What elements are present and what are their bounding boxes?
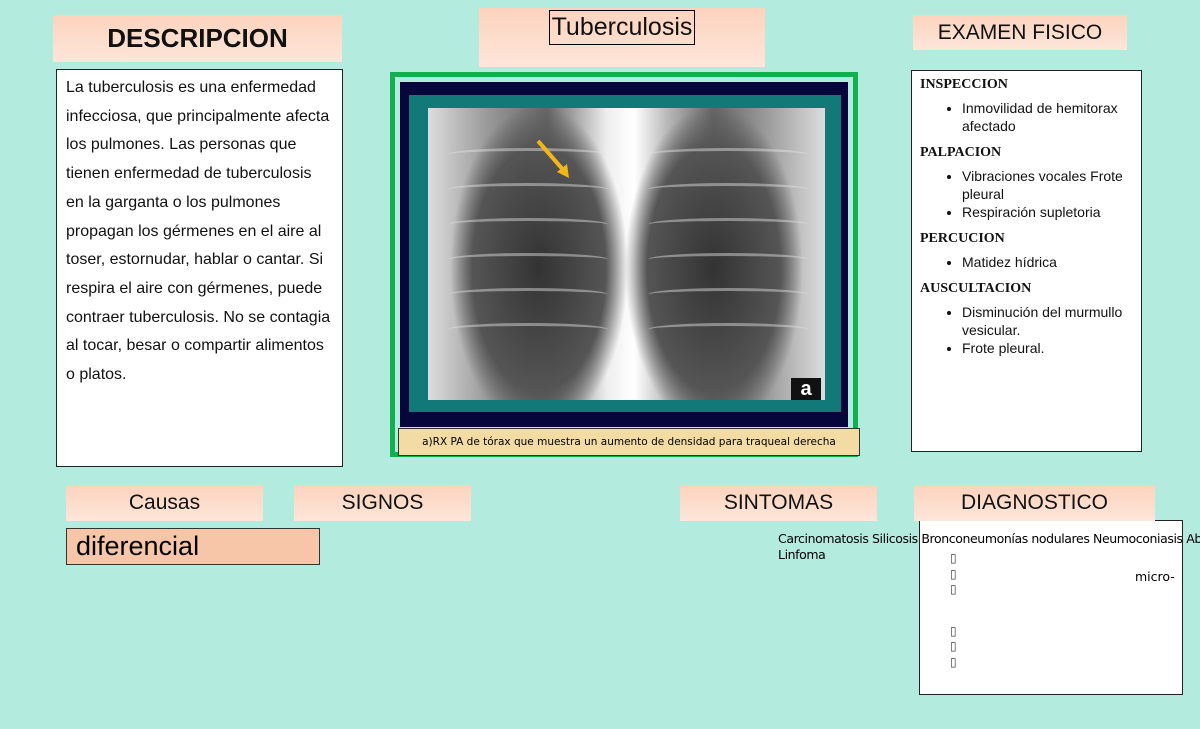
diagnostico-header: DIAGNOSTICO — [914, 485, 1155, 521]
exam-list: Vibraciones vocales Frote pleuralRespira… — [920, 167, 1133, 221]
exam-list: Matidez hídrica — [920, 253, 1133, 271]
micro-text: micro- — [1135, 569, 1175, 584]
diagnostico-box — [919, 520, 1183, 695]
exam-section-heading: AUSCULTACION — [920, 281, 1032, 296]
examen-header: EXAMEN FISICO — [913, 15, 1127, 50]
figure-label: a — [791, 378, 821, 400]
glyph: ▯ — [950, 639, 957, 653]
descripcion-box: La tuberculosis es una enfermedad infecc… — [56, 69, 343, 467]
figure-caption: a)RX PA de tórax que muestra un aumento … — [398, 428, 860, 456]
exam-list-item: Inmovilidad de hemitorax afectado — [962, 99, 1133, 135]
exam-section-heading: PALPACION — [920, 145, 1002, 160]
figure-background: a — [400, 82, 848, 427]
exam-list-item: Respiración supletoria — [962, 203, 1133, 221]
figure-teal-frame: a — [409, 95, 841, 412]
exam-list: Disminución del murmullo vesicular.Frote… — [920, 303, 1133, 357]
glyph: ▯ — [950, 551, 957, 565]
diferencial-list: Carcinomatosis Silicosis Bronconeumonías… — [778, 531, 1200, 563]
missing-glyphs: ▯▯▯ ▯▯▯ — [950, 551, 957, 670]
xray-figure: a a)RX PA de tórax que muestra un aument… — [390, 72, 860, 457]
glyph: ▯ — [950, 623, 957, 638]
exam-section-heading: PERCUCION — [920, 231, 1005, 246]
descripcion-header: DESCRIPCION — [53, 15, 342, 62]
exam-list-item: Frote pleural. — [962, 339, 1133, 357]
exam-list-item: Vibraciones vocales Frote pleural — [962, 167, 1133, 203]
exam-list: Inmovilidad de hemitorax afectado — [920, 99, 1133, 135]
glyph: ▯ — [950, 566, 957, 581]
glyph: ▯ — [950, 582, 957, 596]
examen-box: INSPECCION Inmovilidad de hemitorax afect… — [911, 70, 1142, 452]
exam-section-heading: INSPECCION — [920, 77, 1008, 92]
signos-header: SIGNOS — [294, 485, 471, 521]
diferencial-line-2: Linfoma — [778, 547, 826, 562]
arrow-icon — [536, 139, 569, 178]
diferencial-box: diferencial — [66, 528, 320, 565]
exam-list-item: Disminución del murmullo vesicular. — [962, 303, 1133, 339]
diferencial-line-1: Carcinomatosis Silicosis Bronconeumonías… — [778, 531, 1200, 546]
causas-header: Causas — [66, 485, 263, 521]
exam-list-item: Matidez hídrica — [962, 253, 1133, 271]
glyph: ▯ — [950, 654, 957, 669]
descripcion-text: La tuberculosis es una enfermedad infecc… — [66, 79, 331, 384]
sintomas-header: SINTOMAS — [680, 485, 877, 521]
title-header: Tuberculosis — [479, 8, 765, 67]
chest-xray-image: a — [428, 108, 825, 400]
page-title: Tuberculosis — [548, 10, 696, 45]
